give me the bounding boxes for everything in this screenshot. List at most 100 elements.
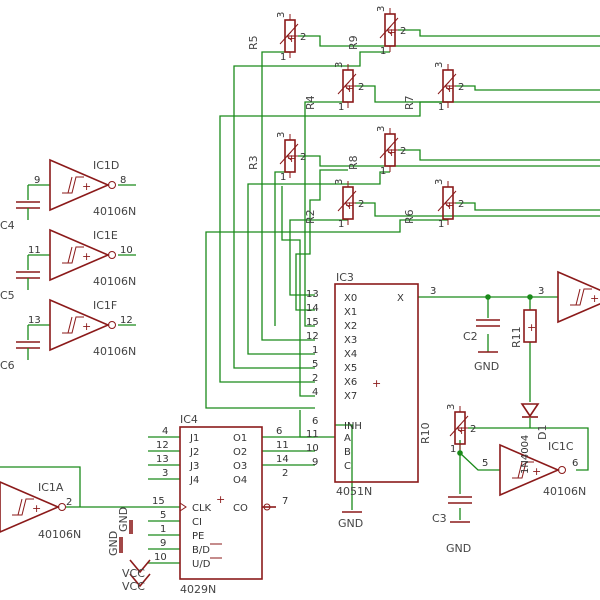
pot-plus-mark: + [387,146,396,159]
d1-label: D1 [536,425,549,440]
ic3-pin-num: 14 [306,303,319,314]
vcc-arrow [129,559,151,574]
gnd-symbol [129,520,133,534]
junctions [457,294,533,456]
ic4-pin-num: 5 [160,510,166,521]
pot-pin-3: 3 [276,12,287,18]
r8-label: R8 [347,155,360,170]
ic1c-value: 40106N [543,485,586,498]
c4-label: C4 [0,219,15,232]
ic4-pin-j2: J2 [189,447,199,458]
ic3-pin-x4: X4 [344,349,357,360]
pot-pin-2: 2 [400,146,406,157]
ic3-4051n: IC3 4051N + X0 X1 X2 X3 X4 X5 X6 X7 X IN… [306,271,436,498]
gate-bubble [108,251,116,259]
pot-adjust-arrow [379,137,399,159]
ic4-pin-num: 11 [276,440,289,451]
pot-pin-3: 3 [376,126,387,132]
hysteresis-icon [12,498,34,516]
ic3-pin-c: C [344,461,351,472]
pot-pin-2: 2 [300,32,306,43]
ic4-pin-num: 3 [162,468,168,479]
ic4-pin-j1: J1 [189,433,199,444]
ic4-pin-num: 13 [156,454,169,465]
ic1e-pin-out: 10 [120,245,133,256]
ic1e-label: IC1E [93,229,118,242]
pot-pin-3: 3 [434,179,445,185]
r6-label: R6 [403,209,416,224]
r2-label: R2 [304,209,317,224]
pot-pin-1: 1 [338,102,344,113]
c6-label: C6 [0,359,15,372]
ic3-pin-a: A [344,433,351,444]
r7-label: R7 [403,95,416,110]
r9-potentiometer: +213 [376,6,406,57]
pot-pin-3: 3 [334,62,345,68]
ic4-pin-num: 7 [282,496,288,507]
ic4-value: 4029N [180,583,216,596]
hysteresis-icon [62,316,84,334]
ic1a-label: IC1A [38,481,64,494]
ic4-power-symbols: GND GND VCC VCC [107,507,151,593]
pot-adjust-arrow [337,190,357,212]
ic1c-pin-out: 6 [572,458,578,469]
pot-pin-3: 3 [376,6,387,12]
pot-pin-3: 3 [434,62,445,68]
gate-bubble [108,181,116,189]
pot-pin-3: 3 [446,404,457,410]
c2-label: C2 [463,330,478,343]
ic4-pin-num: 15 [152,496,165,507]
ic3-pin-num: 10 [306,443,319,454]
junction-dot [457,450,463,456]
ic3-pin-num: 2 [312,373,318,384]
r11-label: R11 [510,326,523,348]
ic1e-schmitt-inverter: + [49,228,116,282]
pot-pin-3: 3 [334,179,345,185]
ic3-pin-b: B [344,447,351,458]
r3-potentiometer: +213 [276,132,306,183]
ic1a-pin-out: 2 [66,497,72,508]
r4-potentiometer: +213 [334,62,364,113]
ic3-pin-num: 6 [312,416,318,427]
vcc-label: VCC [122,567,145,580]
pot-pin-1: 1 [380,166,386,177]
ic3-body [334,283,419,483]
pot-pin-1: 1 [338,219,344,230]
ic4-4029n: IC4 4029N + J1 J2 J3 J4 O1 O2 O3 O4 CLK … [152,413,289,596]
gate-plus-mark: + [82,180,91,193]
ic4-pin-ci: CI [192,517,202,528]
gate-triangle [499,443,561,497]
ic3-label: IC3 [336,271,354,284]
gate-plus-mark: + [532,465,541,478]
pot-adjust-arrow [279,143,299,165]
ic4-pin-num: 2 [282,468,288,479]
ic4-pin-o2: O2 [233,447,247,458]
r8-potentiometer: +2 1 3 [376,126,406,177]
r11-resistor: + [523,309,537,343]
pot-plus-mark: + [387,26,396,39]
ic4-pin-num: 14 [276,454,289,465]
pot-plus-mark: + [445,199,454,212]
ic1d-label: IC1D [93,159,119,172]
ic3-pin-x: X [397,293,404,304]
pot-pin-1: 1 [280,172,286,183]
gate-bubble [558,466,566,474]
ic4-pin-pe: PE [192,531,204,542]
gate-triangle [557,270,600,324]
r9-label: R9 [347,35,360,50]
c3-capacitor [448,496,472,504]
r10-label: R10 [419,422,432,444]
gnd-label: GND [474,360,499,373]
c3-label: C3 [432,512,447,525]
gnd-label: GND [117,507,130,532]
d1-diode [520,403,540,418]
buffer-pin-in: 3 [538,286,544,297]
ic1d-schmitt-inverter: + [49,158,116,212]
ic1c-pin-in: 5 [482,458,488,469]
c5-capacitor [16,271,40,290]
buffer-schmitt-inverter: + [557,270,600,324]
gate-triangle [49,298,111,352]
hysteresis-icon [62,246,84,264]
ic3-pin-num: 4 [312,387,318,398]
